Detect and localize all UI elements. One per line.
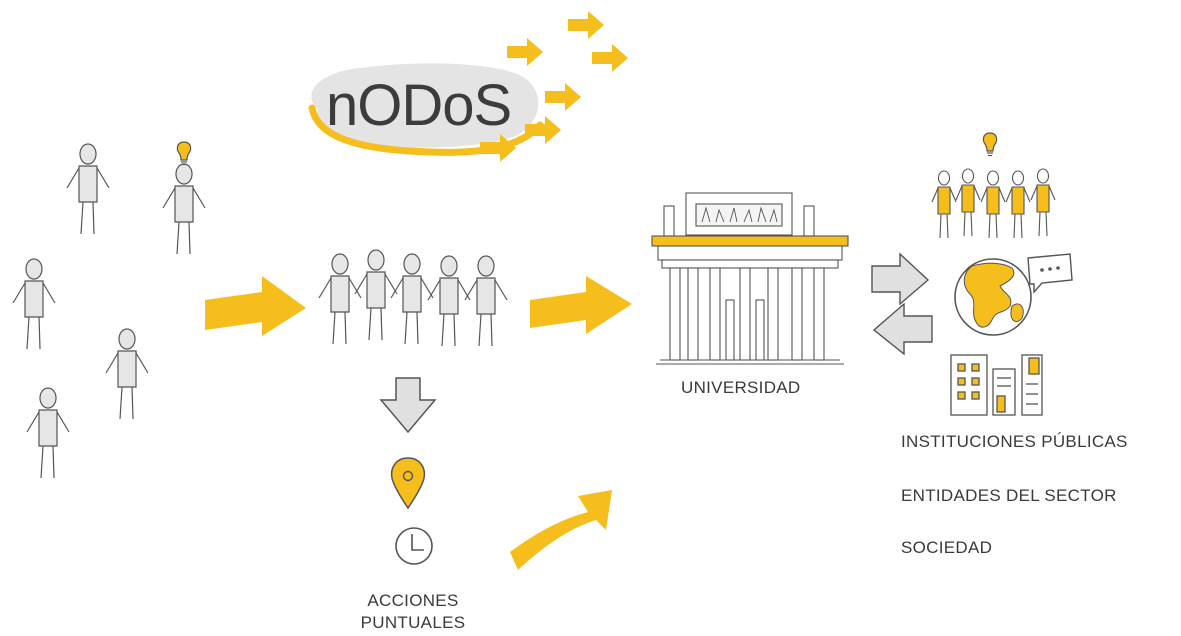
acciones-puntuales-label: ACCIONES PUNTUALES bbox=[358, 590, 468, 634]
universidad-label: UNIVERSIDAD bbox=[681, 378, 801, 397]
exchange-arrow-left-icon bbox=[872, 302, 933, 356]
arrow-icon bbox=[507, 38, 543, 66]
acciones-line-2: PUNTUALES bbox=[360, 613, 466, 632]
buildings-icon bbox=[950, 354, 1043, 416]
person-icon bbox=[390, 253, 434, 345]
location-pin-icon bbox=[390, 457, 426, 510]
person-icon bbox=[955, 168, 981, 237]
speech-bubble-icon bbox=[1027, 253, 1073, 294]
acciones-line-1: ACCIONES bbox=[367, 591, 459, 610]
scattered-people bbox=[12, 141, 206, 479]
clock-icon bbox=[395, 527, 433, 565]
arrow-icon bbox=[545, 83, 581, 111]
destination-sociedad: SOCIEDAD bbox=[901, 538, 993, 557]
globe-icon bbox=[954, 258, 1032, 336]
arrow-icon bbox=[568, 11, 604, 39]
person-icon bbox=[105, 328, 149, 420]
person-icon bbox=[1030, 168, 1056, 237]
person-icon bbox=[162, 163, 206, 255]
people-group bbox=[318, 249, 508, 347]
destination-entidades-del-sector: ENTIDADES DEL SECTOR bbox=[901, 486, 1117, 505]
person-icon bbox=[980, 170, 1006, 239]
person-icon bbox=[318, 253, 362, 345]
person-icon bbox=[1005, 170, 1031, 239]
curved-arrow-icon bbox=[510, 490, 612, 570]
person-icon bbox=[931, 170, 957, 239]
person-icon bbox=[12, 258, 56, 350]
arrow-to-university-icon bbox=[530, 276, 632, 334]
person-icon bbox=[427, 255, 471, 347]
connected-people-group bbox=[931, 132, 1056, 239]
down-arrow-icon bbox=[379, 377, 437, 434]
arrow-icon bbox=[592, 44, 628, 72]
lightbulb-icon bbox=[982, 132, 998, 157]
nodos-logo bbox=[308, 63, 544, 156]
person-icon bbox=[354, 249, 398, 341]
university-building-icon bbox=[651, 192, 849, 365]
arrow-to-group-icon bbox=[205, 276, 306, 336]
person-icon bbox=[26, 387, 70, 479]
exchange-arrow-right-icon bbox=[871, 252, 930, 306]
nodos-logo-text: nODoS bbox=[326, 73, 512, 138]
destination-instituciones-publicas: INSTITUCIONES PÚBLICAS bbox=[901, 432, 1128, 451]
lightbulb-icon bbox=[176, 141, 192, 166]
person-icon bbox=[66, 143, 110, 235]
person-icon bbox=[464, 255, 508, 347]
